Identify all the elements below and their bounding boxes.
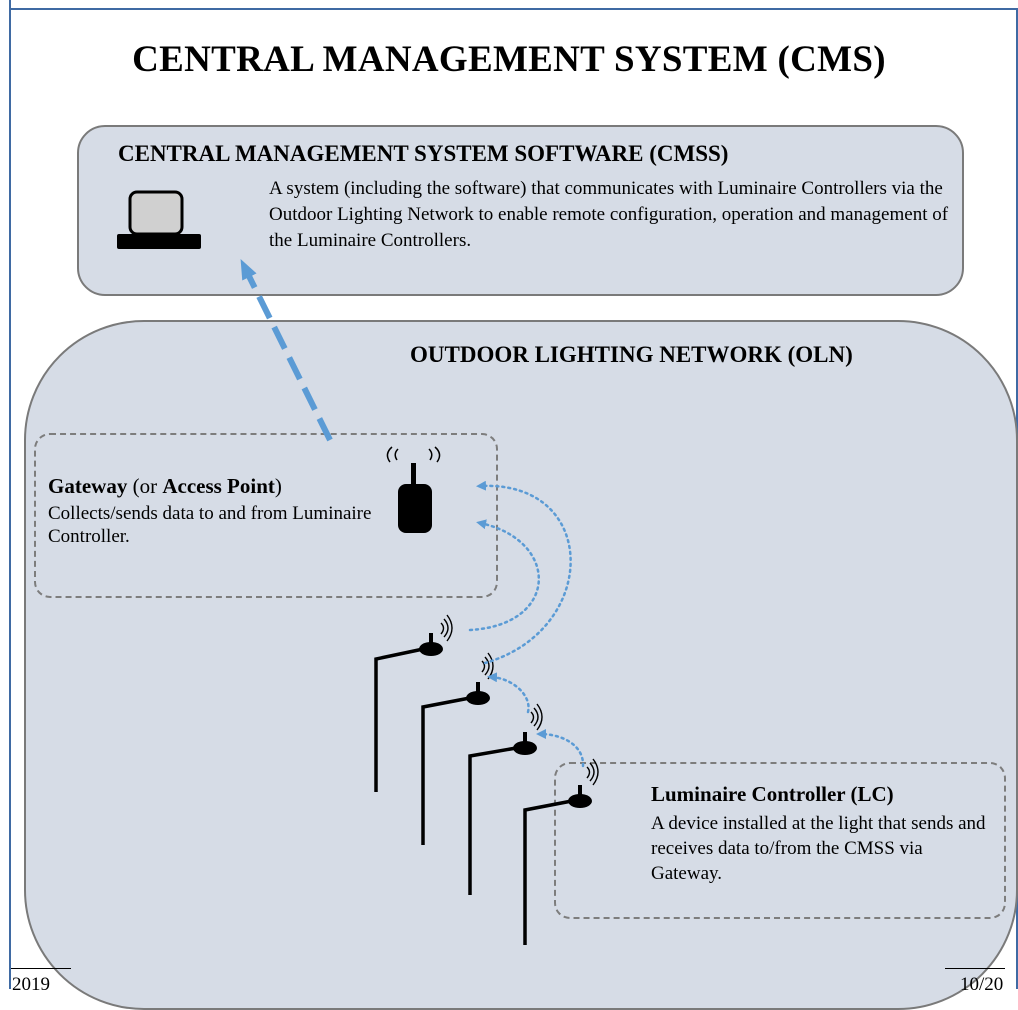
street-light-icon	[421, 682, 490, 845]
light1-to-gateway-arrow	[468, 519, 540, 632]
footer-page-number: 10/20	[960, 974, 1004, 995]
gateway-to-cmss-arrow	[240, 259, 333, 442]
cmss-title: CENTRAL MANAGEMENT SYSTEM SOFTWARE (CMSS…	[118, 141, 729, 166]
street-light-icon	[374, 633, 443, 792]
diagram-graphics	[117, 190, 599, 945]
page-border-left	[9, 0, 11, 989]
light3-to-light2-arrow	[487, 672, 530, 714]
light4-to-light3-arrow	[536, 729, 585, 768]
page-border-top	[9, 8, 1018, 10]
wireless-signal-icon	[530, 703, 543, 731]
wireless-signal-icon	[586, 758, 599, 786]
luminaire-controller-title: Luminaire Controller (LC)	[651, 782, 894, 806]
footer-rule-right	[945, 968, 1005, 969]
footer-rule-left	[11, 968, 71, 969]
footer-date: 2019	[12, 974, 50, 995]
cmss-description: A system (including the software) that c…	[269, 178, 949, 251]
oln-box	[24, 320, 1018, 1010]
light2-to-gateway-arrow	[476, 480, 572, 665]
gateway-title-bold-2: Access Point	[162, 474, 275, 498]
gateway-title-bold-1: Gateway	[48, 474, 128, 498]
gateway-antenna-icon	[386, 446, 441, 533]
computer-icon	[117, 190, 201, 249]
gateway-title: Gateway (or Access Point)	[48, 474, 282, 499]
luminaire-controller-box	[554, 762, 1006, 919]
wireless-signal-icon	[440, 614, 453, 642]
street-light-icon	[523, 785, 592, 945]
gateway-box	[34, 433, 498, 598]
cmss-box	[77, 125, 964, 296]
diagram-title: CENTRAL MANAGEMENT SYSTEM (CMS)	[132, 39, 886, 80]
gateway-title-end: )	[274, 474, 282, 498]
gateway-title-mid: (or	[127, 474, 163, 498]
street-light-icon	[468, 732, 537, 895]
oln-title: OUTDOOR LIGHTING NETWORK (OLN)	[410, 342, 853, 367]
wireless-signal-icon	[481, 652, 494, 680]
luminaire-controller-description: A device installed at the light that sen…	[651, 813, 986, 884]
gateway-description: Collects/sends data to and from Luminair…	[48, 503, 372, 547]
